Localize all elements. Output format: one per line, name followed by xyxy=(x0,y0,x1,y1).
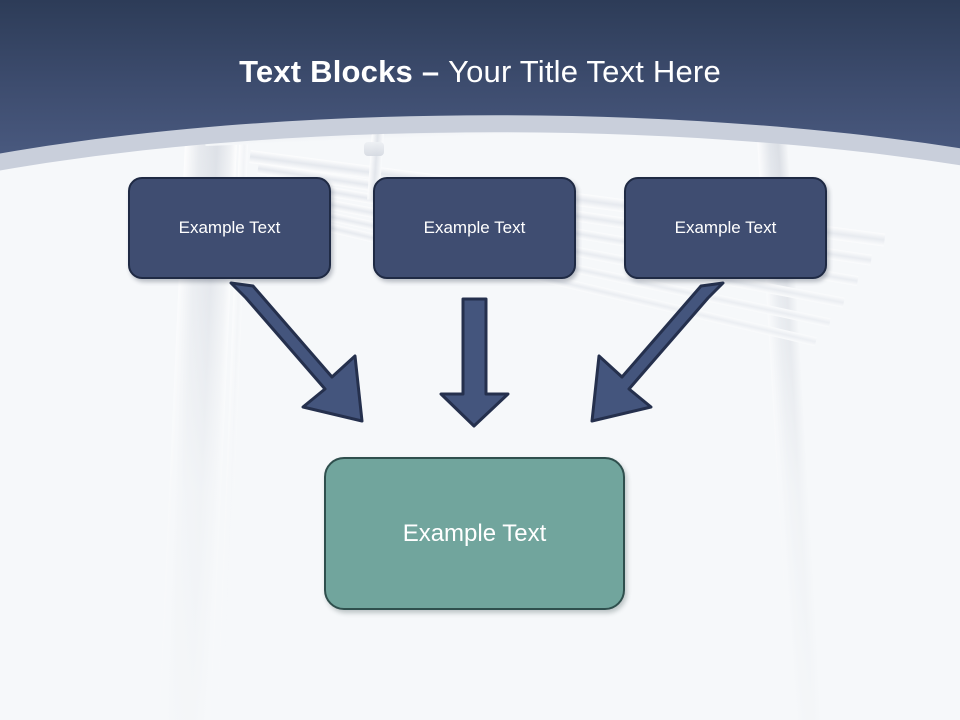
result-box-label: Example Text xyxy=(402,519,547,547)
page-title: Text Blocks – Your Title Text Here xyxy=(0,52,960,92)
page-title-separator: – xyxy=(413,54,449,89)
header-arc-fill xyxy=(0,0,960,154)
header-band: Text Blocks – Your Title Text Here xyxy=(0,0,960,200)
result-box[interactable]: Example Text xyxy=(324,457,625,610)
source-box-1-label: Example Text xyxy=(178,218,281,237)
page-title-light: Your Title Text Here xyxy=(448,54,721,89)
source-box-3[interactable]: Example Text xyxy=(624,177,827,279)
source-box-2-label: Example Text xyxy=(423,218,526,237)
source-box-2[interactable]: Example Text xyxy=(373,177,576,279)
source-box-1[interactable]: Example Text xyxy=(128,177,331,279)
source-box-3-label: Example Text xyxy=(674,218,777,237)
page-title-bold: Text Blocks xyxy=(239,54,413,89)
